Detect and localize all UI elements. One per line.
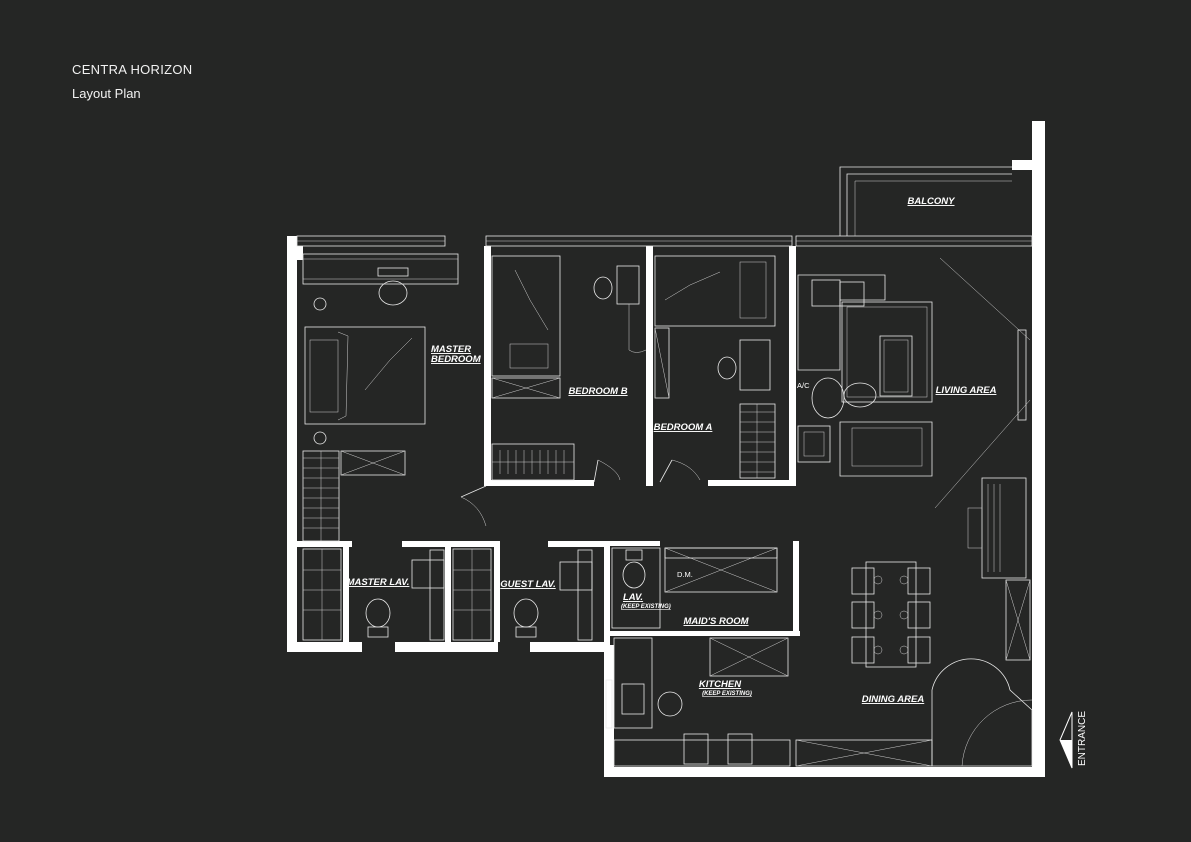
master-wardrobe-hangers <box>303 451 339 541</box>
master-lav-fixtures <box>302 548 445 641</box>
living-area-furniture <box>797 257 1031 579</box>
plan-subtitle: Layout Plan <box>72 86 141 101</box>
kitchen-label: KITCHEN <box>699 679 742 690</box>
project-title: CENTRA HORIZON <box>72 62 193 77</box>
window-bands <box>296 235 1033 247</box>
lav-label: LAV. <box>623 592 643 603</box>
interior-walls <box>297 246 800 645</box>
master-bedroom-label-line1: MASTER <box>431 344 471 355</box>
room-labels: BALCONY MASTER BEDROOM BEDROOM B BEDROOM… <box>347 196 1088 766</box>
title-block: CENTRA HORIZON Layout Plan <box>72 61 192 103</box>
master-lav-label: MASTER LAV. <box>347 577 410 588</box>
bedroom-b-furniture <box>491 255 647 483</box>
bedroom-b-wardrobe-hangers <box>492 450 574 474</box>
balcony-label: BALCONY <box>908 196 957 207</box>
master-bedroom-furniture <box>302 253 487 542</box>
dm-label: D.M. <box>677 570 693 579</box>
maids-room-furniture <box>664 547 778 593</box>
maid-lav-fixtures <box>611 547 661 629</box>
piano-keys <box>987 484 1001 572</box>
living-area-label: LIVING AREA <box>936 385 997 396</box>
maids-room-label: MAID'S ROOM <box>683 616 749 627</box>
balcony <box>839 166 1012 236</box>
bedroom-b-label: BEDROOM B <box>568 386 627 397</box>
entrance-label: ENTRANCE <box>1077 711 1088 766</box>
dining-area-label: DINING AREA <box>862 694 925 705</box>
entrance-marker <box>1059 711 1073 769</box>
lav-note: (KEEP EXISTING) <box>621 604 671 610</box>
bedroom-a-furniture <box>654 255 776 483</box>
bedroom-a-label: BEDROOM A <box>654 422 713 433</box>
kitchen-furniture <box>605 637 791 767</box>
guest-lav-label: GUEST LAV. <box>500 579 555 590</box>
exterior-walls <box>287 121 1045 777</box>
master-bedroom-label-line2: BEDROOM <box>431 354 482 365</box>
dining-area-furniture <box>795 561 1033 767</box>
ac-label: A/C <box>797 381 810 390</box>
bedroom-a-wardrobe-hangers <box>740 404 775 478</box>
guest-lav-fixtures <box>452 548 593 641</box>
kitchen-note: (KEEP EXISTING) <box>702 691 752 697</box>
